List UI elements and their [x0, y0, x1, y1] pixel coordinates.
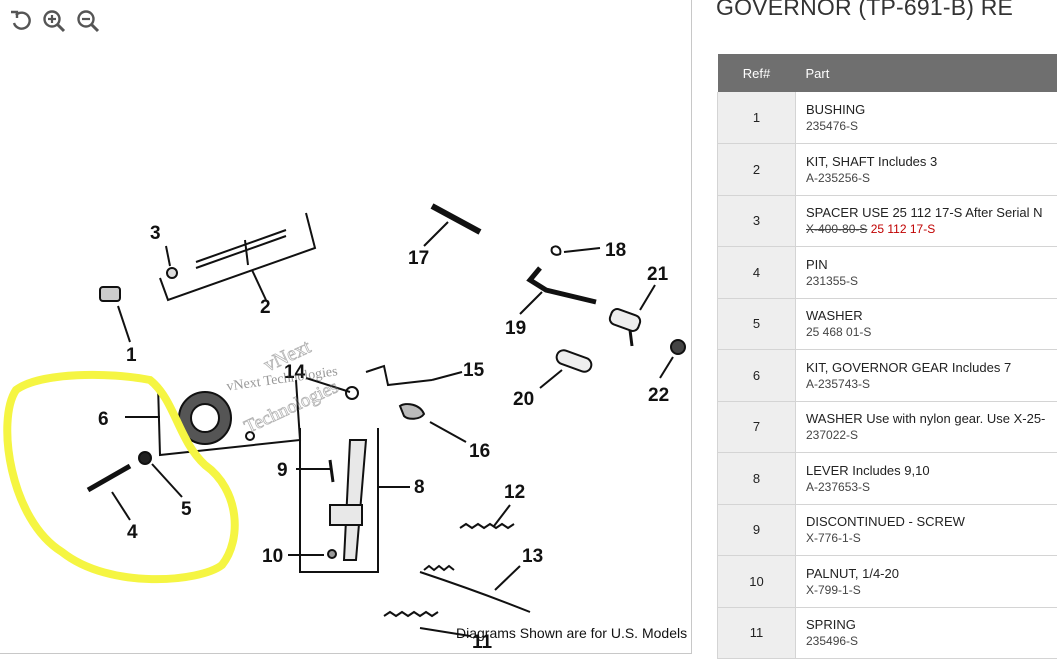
part-cell[interactable]: WASHER Use with nylon gear. Use X-25-237… — [796, 401, 1057, 453]
part-number: A-237653-S — [806, 479, 1057, 495]
callout-3: 3 — [150, 223, 161, 244]
callout-6: 6 — [98, 409, 109, 430]
callout-18: 18 — [605, 240, 626, 261]
part-name: PALNUT, 1/4-20 — [806, 565, 1057, 582]
callout-10: 10 — [262, 546, 283, 567]
part-name: KIT, GOVERNOR GEAR Includes 7 — [806, 359, 1057, 376]
part-name: DISCONTINUED - SCREW — [806, 513, 1057, 530]
part-number: 237022-S — [806, 427, 1057, 443]
part-name: LEVER Includes 9,10 — [806, 462, 1057, 479]
watermark: vNext vNext Technologies Technologies — [226, 336, 342, 439]
callout-16: 16 — [469, 441, 490, 462]
part-number: 235476-S — [806, 118, 1057, 134]
ref-number: 2 — [718, 144, 796, 196]
part-number: 235496-S — [806, 633, 1057, 649]
part-number: X-776-1-S — [806, 530, 1057, 546]
page-title: GOVERNOR (TP-691-B) RE — [716, 0, 1013, 21]
callout-13: 13 — [522, 546, 543, 567]
callout-15: 15 — [463, 360, 485, 381]
ref-number: 3 — [718, 195, 796, 247]
part-name: WASHER Use with nylon gear. Use X-25- — [806, 410, 1057, 427]
diagram-caption: Diagrams Shown are for U.S. Models — [456, 625, 687, 641]
diagram-viewer[interactable]: 1 2 3 4 5 6 8 9 10 11 12 13 14 15 16 17 … — [0, 0, 692, 654]
exploded-parts-diagram: 1 2 3 4 5 6 8 9 10 11 12 13 14 15 16 17 … — [0, 0, 692, 654]
callout-9: 9 — [277, 460, 288, 481]
part-number: X-400-80-S 25 112 17-S — [806, 221, 1057, 237]
callout-22: 22 — [648, 385, 669, 406]
ref-number: 4 — [718, 247, 796, 299]
part-number: X-799-1-S — [806, 582, 1057, 598]
ref-number: 11 — [718, 607, 796, 659]
part-name: SPACER USE 25 112 17-S After Serial N — [806, 204, 1057, 221]
part-name: SPRING — [806, 616, 1057, 633]
callout-8: 8 — [414, 477, 425, 498]
ref-number: 8 — [718, 453, 796, 505]
part-number: 25 468 01-S — [806, 324, 1057, 340]
ref-number: 6 — [718, 350, 796, 402]
part-name: WASHER — [806, 307, 1057, 324]
table-header-row: Ref# Part — [718, 54, 1057, 92]
callout-2: 2 — [260, 297, 271, 318]
part-name: KIT, SHAFT Includes 3 — [806, 153, 1057, 170]
replacement-part-number[interactable]: 25 112 17-S — [871, 222, 936, 236]
part-number: A-235743-S — [806, 376, 1057, 392]
callout-19: 19 — [505, 318, 526, 339]
callout-17: 17 — [408, 248, 429, 269]
ref-number: 10 — [718, 556, 796, 608]
superseded-part-number: X-400-80-S — [806, 222, 867, 236]
part-number: A-235256-S — [806, 170, 1057, 186]
callout-20: 20 — [513, 389, 534, 410]
callout-21: 21 — [647, 264, 669, 285]
part-number: 231355-S — [806, 273, 1057, 289]
callout-4: 4 — [127, 522, 138, 543]
callout-5: 5 — [181, 499, 192, 520]
callout-1: 1 — [126, 345, 137, 366]
ref-number: 9 — [718, 504, 796, 556]
ref-number: 1 — [718, 92, 796, 144]
ref-number: 7 — [718, 401, 796, 453]
part-name: BUSHING — [806, 101, 1057, 118]
column-header-ref[interactable]: Ref# — [718, 54, 796, 92]
ref-number: 5 — [718, 298, 796, 350]
part-name: PIN — [806, 256, 1057, 273]
callout-12: 12 — [504, 482, 525, 503]
column-header-part[interactable]: Part — [796, 54, 1057, 92]
